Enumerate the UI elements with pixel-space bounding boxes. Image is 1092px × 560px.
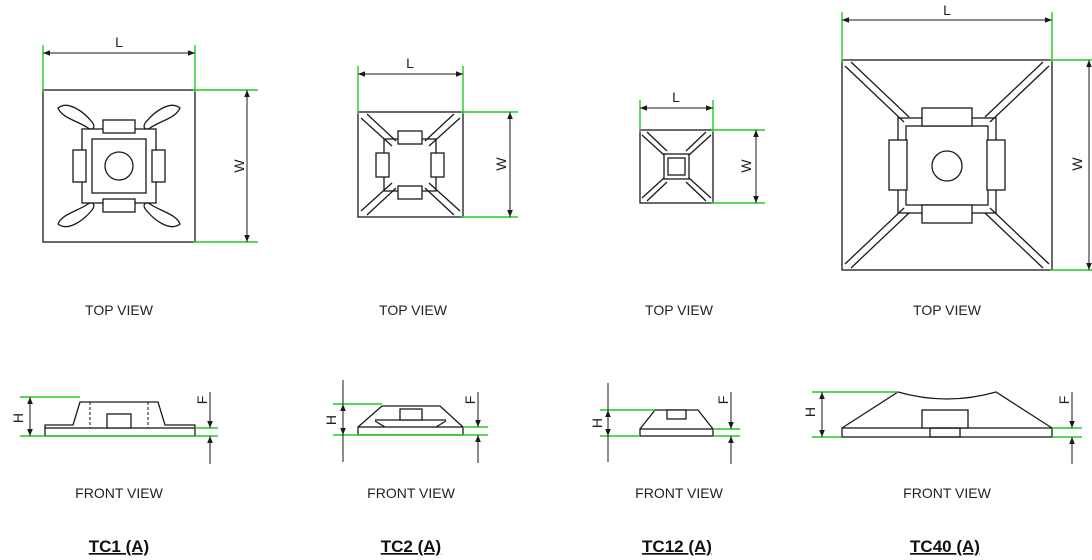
- tc1-width-label: W: [231, 159, 247, 173]
- tc2-width-dimension: W: [461, 111, 518, 218]
- tc40-model-title: TC40 (A): [910, 537, 980, 556]
- tc2-model-title: TC2 (A): [381, 537, 441, 556]
- tc1-length-label: L: [115, 34, 123, 50]
- tc2-top-view: [357, 111, 464, 218]
- tc12-model-title: TC12 (A): [642, 537, 712, 556]
- tc12-front-view-caption: FRONT VIEW: [635, 485, 723, 501]
- tc12-foot-label: F: [715, 396, 731, 405]
- tc2-front-view: H F: [323, 380, 488, 463]
- tc1-model-title: TC1 (A): [89, 537, 149, 556]
- tc1-top-view-caption: TOP VIEW: [85, 302, 154, 318]
- tc2-length-dimension: L: [357, 55, 464, 114]
- tc1-height-label: H: [10, 413, 26, 423]
- tc1-width-dimension: W: [193, 89, 258, 243]
- tc2-front-view-caption: FRONT VIEW: [367, 485, 455, 501]
- tc40-height-label: H: [802, 407, 818, 417]
- tc12-length-label: L: [672, 89, 680, 105]
- tc40-top-view-caption: TOP VIEW: [913, 302, 982, 318]
- tc40-front-view-caption: FRONT VIEW: [903, 485, 991, 501]
- tc40-width-dimension: W: [1050, 59, 1092, 271]
- tc1-front-view: H F: [10, 392, 218, 464]
- tc40-top-view: [841, 59, 1053, 271]
- tc12-height-label: H: [589, 418, 605, 428]
- tc12-front-view: H F: [589, 383, 740, 464]
- tc1-length-dimension: L: [42, 34, 196, 92]
- tc12-top-view: [639, 129, 714, 204]
- tc1-top-view: [42, 89, 196, 243]
- tc12-width-label: W: [738, 159, 754, 173]
- tc2-height-label: H: [323, 415, 339, 425]
- tc2-foot-label: F: [462, 396, 478, 405]
- tc12-length-dimension: L: [639, 89, 714, 132]
- tc2-top-view-caption: TOP VIEW: [379, 302, 448, 318]
- tc40-width-label: W: [1069, 157, 1085, 171]
- tc2-length-label: L: [406, 55, 414, 71]
- tc40-length-label: L: [943, 2, 951, 18]
- tc1-front-view-caption: FRONT VIEW: [75, 485, 163, 501]
- tc2-width-label: W: [493, 157, 509, 171]
- tc40-length-dimension: L: [841, 2, 1053, 62]
- tc12-top-view-caption: TOP VIEW: [645, 302, 714, 318]
- tc12-width-dimension: W: [711, 129, 765, 204]
- tc40-front-view: H F: [802, 391, 1082, 464]
- tc1-foot-label: F: [194, 396, 210, 405]
- tc40-foot-label: F: [1056, 396, 1072, 405]
